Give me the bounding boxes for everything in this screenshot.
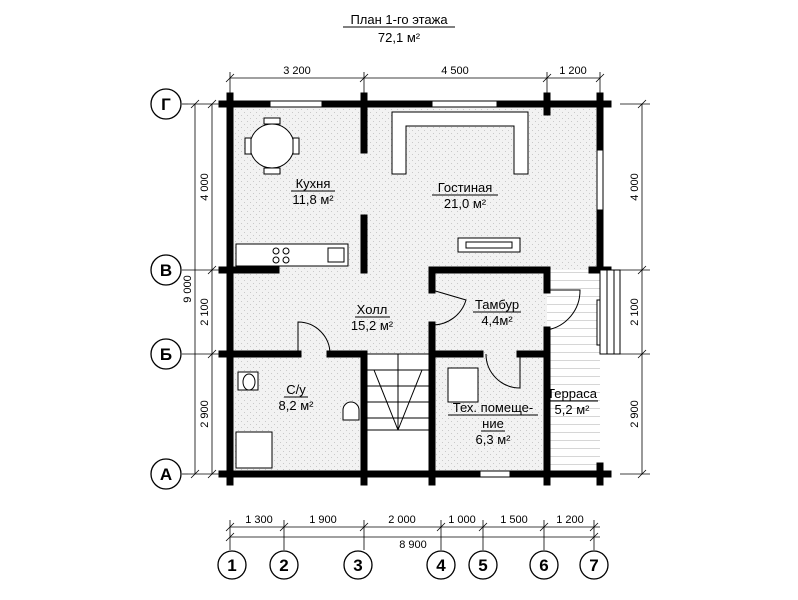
dimension-right — [620, 99, 650, 479]
axis-col-6: 6 — [539, 556, 548, 575]
dimension-left — [188, 99, 222, 479]
staircase — [363, 353, 433, 475]
room-terrace-name: Терраса — [547, 386, 598, 401]
terrace-steps — [599, 269, 621, 355]
dimension-bottom — [225, 520, 600, 550]
dim-bottom-2: 1 900 — [309, 514, 337, 526]
row-axis-markers — [150, 88, 205, 490]
dim-left-1: 4 000 — [199, 173, 211, 201]
axis-col-1: 1 — [227, 556, 236, 575]
axis-col-7: 7 — [589, 556, 598, 575]
axis-row-g: Г — [161, 95, 171, 114]
room-hall-area: 15,2 м² — [351, 318, 394, 333]
room-technical-name-2: ние — [482, 416, 504, 431]
room-kitchen-area: 11,8 м² — [292, 192, 334, 207]
dim-top-1: 3 200 — [283, 65, 311, 77]
room-kitchen-name: Кухня — [296, 176, 331, 191]
dim-top-3: 1 200 — [559, 65, 587, 77]
room-bathroom-area: 8,2 м² — [279, 398, 315, 413]
room-living-area: 21,0 м² — [444, 196, 487, 211]
dim-left-2: 2 100 — [199, 298, 211, 326]
dim-bottom-total: 8 900 — [399, 539, 427, 551]
furniture — [235, 111, 529, 469]
room-vestibule-area: 4,4м² — [481, 313, 513, 328]
axis-col-5: 5 — [478, 556, 487, 575]
dim-bottom-5: 1 500 — [500, 514, 528, 526]
log-ends — [218, 92, 612, 486]
dim-top-2: 4 500 — [441, 65, 469, 77]
dim-right-3: 2 900 — [629, 400, 641, 428]
axis-row-a: А — [160, 465, 172, 484]
dim-right-2: 2 100 — [629, 298, 641, 326]
dim-bottom-6: 1 200 — [556, 514, 584, 526]
dim-bottom-4: 1 000 — [448, 514, 476, 526]
axis-col-3: 3 — [353, 556, 362, 575]
room-bathroom-name: С/у — [286, 382, 306, 397]
axis-row-v: В — [160, 261, 172, 280]
axis-col-4: 4 — [436, 556, 446, 575]
room-terrace-area: 5,2 м² — [555, 402, 591, 417]
dim-bottom-1: 1 300 — [245, 514, 273, 526]
dim-left-3: 2 900 — [199, 400, 211, 428]
room-vestibule-name: Тамбур — [475, 297, 519, 312]
room-technical-name-1: Тех. помеще- — [453, 400, 533, 415]
room-hall-name: Холл — [357, 302, 388, 317]
doors — [297, 289, 581, 389]
dimension-top — [225, 72, 605, 96]
axis-row-b: Б — [160, 345, 172, 364]
column-axis-markers — [217, 550, 609, 580]
dim-bottom-3: 2 000 — [388, 514, 416, 526]
axis-col-2: 2 — [279, 556, 288, 575]
dim-left-total: 9 000 — [182, 275, 194, 303]
dim-right-1: 4 000 — [629, 173, 641, 201]
room-living-name: Гостиная — [438, 180, 493, 195]
terrace-deck — [547, 270, 600, 474]
plan-title: План 1-го этажа — [350, 12, 448, 27]
plan-total-area: 72,1 м² — [378, 30, 421, 45]
room-technical-area: 6,3 м² — [476, 432, 512, 447]
